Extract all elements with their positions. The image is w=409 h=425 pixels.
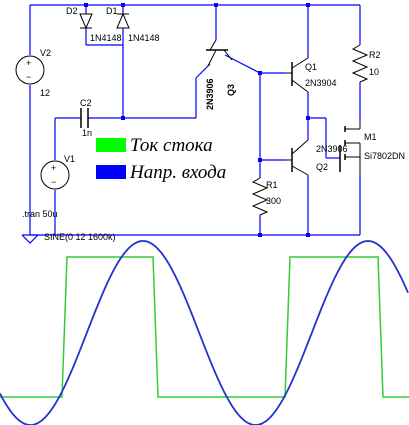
q3-model: 2N3906	[205, 78, 215, 110]
legend-label-drain-current: Ток стока	[130, 135, 213, 156]
d1-name: D1	[106, 6, 118, 16]
transistor-q2-icon	[285, 139, 309, 176]
q2-name: Q2	[316, 162, 328, 172]
r1-name: R1	[266, 180, 278, 190]
r1-value: 300	[266, 196, 281, 206]
waveform-plot	[0, 240, 409, 425]
r2-name: R2	[369, 50, 381, 60]
input-voltage-waveform	[0, 240, 409, 425]
svg-text:+: +	[51, 163, 56, 173]
d1-model: 1N4148	[128, 33, 160, 43]
m1-model: Si7802DN	[364, 151, 405, 161]
q1-name: Q1	[305, 62, 317, 72]
diode-d2-icon	[79, 13, 93, 30]
tran-directive: .tran 50u	[22, 209, 58, 219]
q3-name: Q3	[226, 84, 236, 96]
svg-text:+: +	[26, 58, 31, 68]
legend-swatch-input-voltage	[96, 165, 126, 179]
v1-name: V1	[64, 154, 75, 164]
c2-value: 1n	[82, 128, 92, 138]
drain-current-waveform	[0, 256, 409, 398]
d2-name: D2	[66, 6, 78, 16]
junction-dots	[84, 3, 310, 237]
v2-source-symbol: + −	[15, 55, 45, 85]
transistor-q3-icon	[206, 39, 233, 67]
m1-name: M1	[364, 132, 377, 142]
transistor-q1-icon	[285, 57, 309, 93]
resistor-r2-icon	[351, 44, 369, 83]
legend: Ток стока Напр. входа	[96, 135, 226, 183]
wires	[29, 4, 361, 236]
r2-value: 10	[369, 67, 379, 77]
v2-value: 12	[40, 88, 50, 98]
mosfet-m1-icon	[339, 120, 361, 175]
q2-model: 2N3906	[316, 144, 348, 154]
q1-model: 2N3904	[305, 78, 337, 88]
svg-text:−: −	[26, 72, 31, 82]
resistor-r1-icon	[251, 177, 269, 216]
d2-model: 1N4148	[90, 33, 122, 43]
legend-swatch-drain-current	[96, 138, 126, 152]
v1-value: SINE(0 12 1600k)	[44, 232, 116, 242]
diode-d1-icon	[116, 12, 130, 29]
capacitor-c2-icon	[80, 108, 89, 128]
c2-name: C2	[80, 98, 92, 108]
v1-source-symbol: + −	[40, 160, 70, 190]
ground-icon	[21, 234, 39, 244]
legend-label-input-voltage: Напр. входа	[129, 162, 226, 183]
v2-name: V2	[40, 48, 51, 58]
svg-text:−: −	[51, 177, 56, 187]
